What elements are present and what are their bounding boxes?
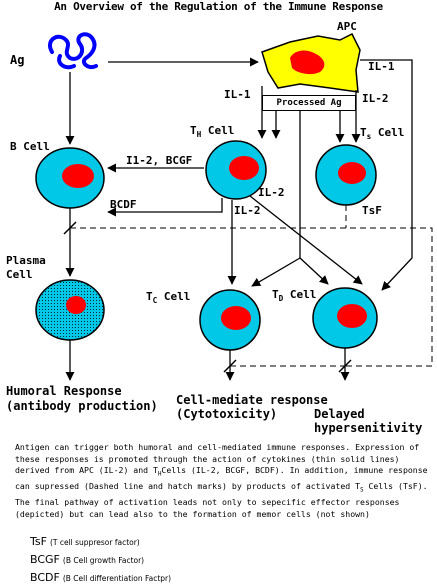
plasma-label-2: Cell xyxy=(6,268,33,281)
explanation-paragraph: Antigen can trigger both humoral and cel… xyxy=(15,442,428,519)
cell-mediated-response-1: Cell-mediate response xyxy=(176,393,328,407)
solid-arrows xyxy=(65,57,413,381)
il2-bcgf-label: I1-2, BCGF xyxy=(126,154,193,167)
arrow-th-td xyxy=(249,195,363,285)
delayed-response-1: Delayed xyxy=(314,407,365,421)
ts-cell-nucleus xyxy=(338,162,366,184)
page-title: An Overview of the Regulation of the Imm… xyxy=(54,0,383,13)
il2-th-tc-label: IL-2 xyxy=(234,204,261,217)
apc-label: APC xyxy=(337,20,357,33)
th-cell-label: TH Cell xyxy=(190,124,235,140)
arrow-th-bcell-bcdf xyxy=(107,198,223,217)
humoral-response-1: Humoral Response xyxy=(6,384,122,398)
th-cell-nucleus xyxy=(229,156,259,180)
il2-th-td-label: IL-2 xyxy=(258,186,285,199)
tc-cell-nucleus xyxy=(221,306,251,330)
arrow-apc-td-il1 xyxy=(360,59,413,291)
il1-left-label: IL-1 xyxy=(224,88,251,101)
legend-item-bcgf: BCGF(B Cell growth Factor) xyxy=(30,553,145,566)
tc-cell-label: TC Cell xyxy=(146,290,191,306)
td-cell-label: TD Cell xyxy=(272,288,317,304)
plasma-label-1: Plasma xyxy=(6,254,46,267)
plasma-cell-nucleus xyxy=(66,296,86,314)
antigen-squiggle xyxy=(48,32,98,70)
processed-ag-box: Processed Ag xyxy=(262,95,356,111)
hatch-marks xyxy=(63,221,352,373)
il1-right-label: IL-1 xyxy=(368,60,395,73)
cell-mediated-response-2: (Cytotoxicity) xyxy=(176,407,278,421)
apc-nucleus xyxy=(290,50,325,75)
suppression-lines xyxy=(70,205,433,367)
b-cell-nucleus xyxy=(62,164,94,188)
ts-cell-label: Ts Cell xyxy=(360,126,405,142)
b-cell-label: B Cell xyxy=(10,140,50,153)
il2-apc-ts-label: IL-2 xyxy=(362,92,389,105)
legend-item-bcdf: BCDF(B Cell differentiation Factpr) xyxy=(30,571,172,584)
humoral-response-2: (antibody production) xyxy=(6,399,158,413)
ag-label: Ag xyxy=(10,53,25,67)
td-cell-nucleus xyxy=(337,304,367,328)
arrow-processed-tc-b xyxy=(251,257,301,287)
delayed-response-2: hypersenitivity xyxy=(314,421,423,435)
arrow-processed-td xyxy=(299,257,329,285)
tsf-label: TsF xyxy=(362,204,382,217)
bcdf-label: BCDF xyxy=(110,198,137,211)
legend-item-tsf: TsF(T cell suppresor factor) xyxy=(30,535,140,548)
